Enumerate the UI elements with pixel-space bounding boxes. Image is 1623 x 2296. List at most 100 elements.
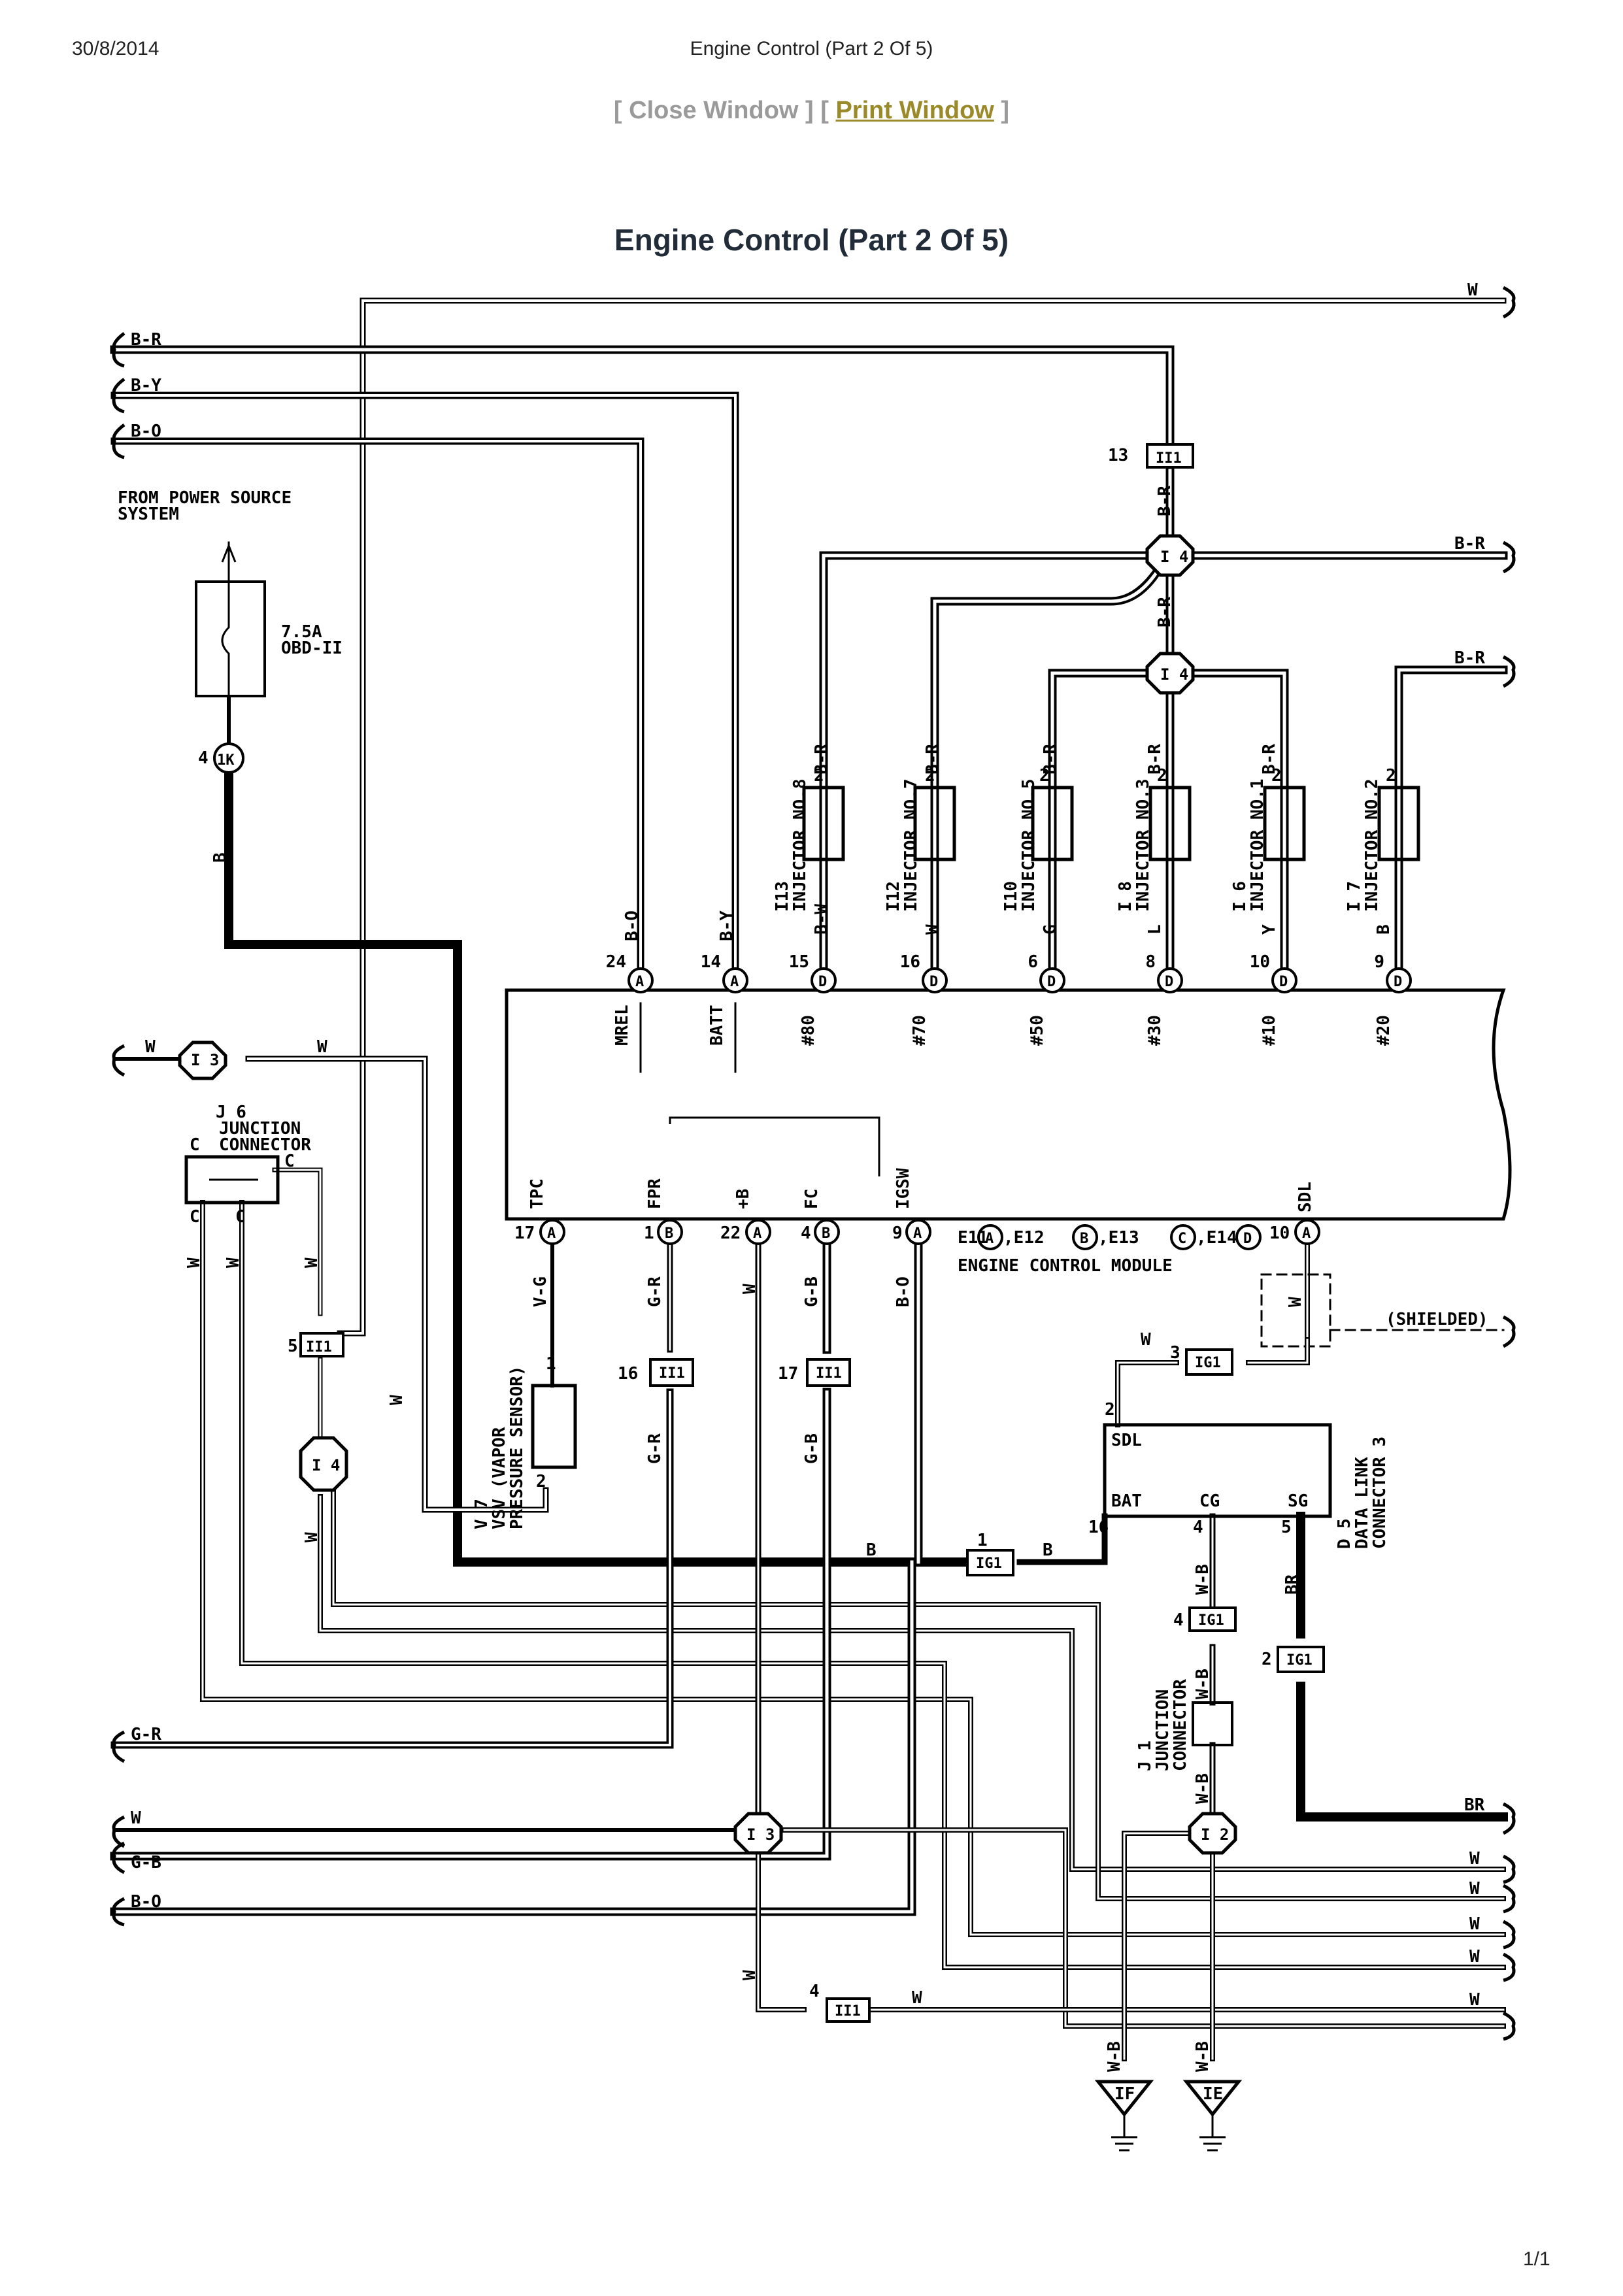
label-br-inj8: B-R [812, 744, 831, 774]
label-wire-w-inj7: W [923, 924, 943, 935]
connector-ii1-4 [826, 1997, 871, 2023]
print-window-link[interactable]: Print Window [835, 97, 994, 124]
label-wire-w-j6-2: W [224, 1257, 243, 1268]
label-pin-10: 10 [1250, 952, 1270, 972]
label-inj8-name: INJECTOR NO.8 [790, 779, 810, 912]
label-dlc-cg: CG [1199, 1491, 1220, 1511]
label-pin-13: 13 [1108, 446, 1128, 465]
label-wire-w-j6-3: W [302, 1257, 322, 1268]
label-wire-w-sdl: W [1286, 1297, 1305, 1307]
pin-letter-b1: B [665, 1225, 673, 1242]
label-j1-name: JUNCTION [1153, 1689, 1173, 1771]
label-wire-bw: B-W [812, 904, 831, 935]
pin-letter-d4: D [1165, 974, 1173, 990]
label-wire-w-top: W [1467, 280, 1478, 300]
label-ecm-fc: FC [802, 1189, 822, 1209]
connector-ii1-top [1146, 443, 1194, 469]
label-pin-5-dlc: 5 [1281, 1518, 1292, 1537]
label-pin-17-ii1: 17 [778, 1364, 798, 1384]
label-ecm-80: #80 [799, 1015, 818, 1046]
label-inj7-pin2: 2 [925, 766, 935, 786]
label-wire-wb-j1: W-B [1193, 1669, 1213, 1699]
label-ecm-igsw: IGSW [894, 1168, 913, 1209]
wire-bo-bus [110, 437, 644, 984]
dlc-box [1103, 1423, 1332, 1518]
label-power-source-2: SYSTEM [118, 505, 179, 524]
label-br-vert-2: B-R [1155, 597, 1175, 627]
label-j1-name-2: CONNECTOR [1171, 1679, 1190, 1771]
label-wire-b-power: B [210, 852, 230, 863]
label-i2: I 2 [1201, 1825, 1229, 1844]
label-wire-br-sg: BR [1282, 1574, 1302, 1595]
label-fuse-amp: 7.5A [281, 622, 322, 642]
label-inj1-id: I 6 [1230, 881, 1250, 912]
label-wire-gb-1: G-B [802, 1276, 822, 1307]
label-j6-c-bl: C [190, 1207, 200, 1227]
wire-b-power [224, 763, 972, 1567]
label-br-vert-1: B-R [1155, 486, 1175, 516]
label-wire-gr-left: G-R [131, 1725, 161, 1744]
label-ii1-5: II1 [306, 1339, 332, 1356]
label-wire-gb-2: G-B [802, 1433, 822, 1464]
label-pin-4-dlc: 4 [1193, 1518, 1203, 1537]
label-ig1-2: IG1 [1286, 1652, 1313, 1669]
label-wire-w-loop: W [387, 1395, 407, 1405]
nav-bracket-mid: ] [ [798, 97, 836, 124]
label-j6-3: CONNECTOR [219, 1135, 311, 1155]
label-wire-g: G [1041, 924, 1060, 935]
label-i3-left: I 3 [191, 1051, 219, 1069]
label-wire-w-left: W [131, 1808, 141, 1828]
connector-ig1-1 [966, 1549, 1014, 1576]
label-pin-1: 1 [644, 1223, 654, 1243]
label-pin-16: 16 [900, 952, 920, 972]
label-wire-wb-cg: W-B [1193, 1564, 1213, 1595]
label-shielded: (SHIELDED) [1386, 1310, 1488, 1329]
label-w-sdl: W [1141, 1330, 1151, 1350]
label-pin-10b: 10 [1269, 1223, 1290, 1243]
connector-i2 [1188, 1812, 1237, 1855]
label-inj2-pin2: 2 [1386, 766, 1396, 786]
label-pin-9b: 9 [892, 1223, 903, 1243]
close-window-link[interactable]: Close Window [629, 97, 799, 124]
label-wire-wb-i2: W-B [1193, 1773, 1213, 1804]
ecm-legend-b: B [1080, 1231, 1088, 1247]
label-wire-by-ecm: B-Y [717, 910, 737, 941]
connector-ii1-16 [649, 1358, 694, 1387]
label-w-right-3: W [1469, 1914, 1480, 1934]
ecm-legend-c: C [1178, 1231, 1186, 1247]
label-pin-4-ii1: 4 [809, 1982, 820, 2001]
label-inj7-name: INJECTOR NO.7 [901, 779, 921, 912]
label-ecm-name: ENGINE CONTROL MODULE [958, 1256, 1173, 1276]
pin-letter-a2: A [730, 974, 739, 990]
label-inj2-name: INJECTOR NO.2 [1362, 779, 1382, 912]
pin-letter-a5: A [913, 1225, 922, 1242]
j1-box [1192, 1701, 1233, 1746]
label-v7-name: VSV (VAPOR [490, 1427, 509, 1529]
connector-ig1-3 [1185, 1348, 1233, 1376]
label-ii1-17: II1 [816, 1365, 842, 1382]
label-wire-gr-2: G-R [645, 1433, 665, 1464]
label-wire-gr-1: G-R [645, 1276, 665, 1307]
injectors [802, 786, 1420, 861]
label-j6-c-br: C [235, 1207, 246, 1227]
label-v7-name-2: PRESSURE SENSOR) [507, 1366, 527, 1529]
page-title: Engine Control (Part 2 Of 5) [614, 223, 1009, 257]
pin-letter-d2: D [929, 974, 938, 990]
label-w-ii1-4: W [912, 1988, 922, 2008]
ecm-box [505, 988, 1512, 1221]
label-inj5-name: INJECTOR NO.5 [1019, 779, 1039, 912]
label-ig1-3: IG1 [1195, 1355, 1221, 1371]
label-ecm-50: #50 [1028, 1015, 1047, 1046]
label-inj7-id: I12 [884, 881, 903, 912]
label-dlc-sdl: SDL [1111, 1431, 1142, 1450]
window-nav: [ Close Window ] [ Print Window ] [0, 97, 1623, 125]
label-inj2-id: I 7 [1345, 881, 1364, 912]
label-wire-b-dlc: B [1043, 1540, 1053, 1560]
label-pin-2-sdl: 2 [1105, 1400, 1115, 1420]
label-v7-pin-2: 2 [536, 1472, 546, 1491]
label-wire-w-i3-down: W [740, 1970, 760, 1980]
label-wire-y: Y [1260, 924, 1279, 935]
label-ii1-top: II1 [1156, 450, 1182, 467]
label-d5-name: DATA LINK [1352, 1457, 1372, 1549]
label-wire-w-i4: W [302, 1532, 322, 1542]
